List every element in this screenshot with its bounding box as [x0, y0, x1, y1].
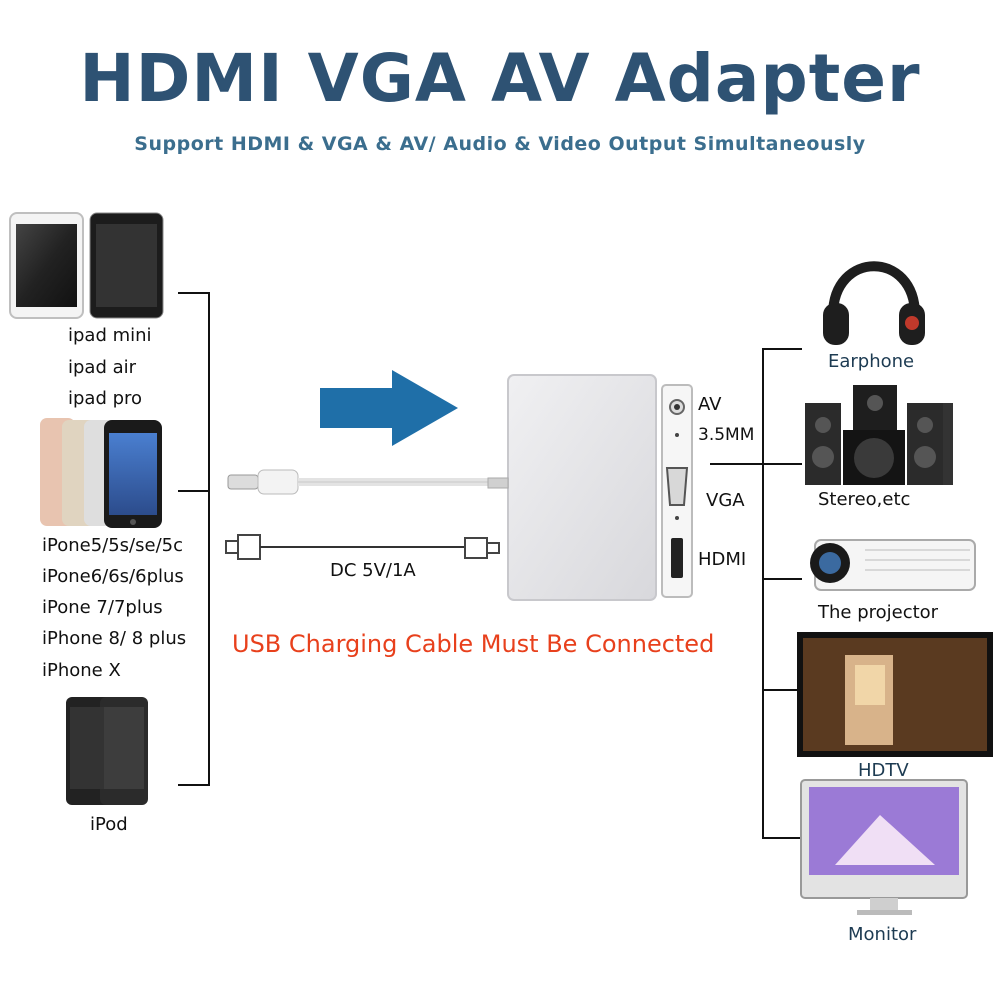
- iphone-model-label: iPone5/5s/se/5c: [42, 535, 183, 556]
- ipad-model-label: ipad pro: [68, 388, 143, 409]
- ipad-white-icon: [9, 212, 84, 319]
- earphone-label: Earphone: [828, 351, 915, 372]
- ipad-black-icon: [89, 212, 164, 319]
- ipad-model-label: ipad mini: [68, 325, 152, 346]
- hdmi-port-icon: [671, 538, 683, 578]
- input-devices-illustration: [9, 212, 164, 805]
- output-bracket-tick: [762, 578, 802, 580]
- iphone-model-label: iPhone 8/ 8 plus: [42, 628, 187, 649]
- av-port-label: AV: [698, 394, 722, 415]
- monitor-icon: [800, 779, 968, 915]
- hdtv-icon: [797, 632, 993, 757]
- iphone-model-label: iPhone X: [42, 660, 121, 681]
- vga-port-icon: [665, 467, 689, 506]
- adapter-illustration: [225, 370, 693, 601]
- headphones-icon: [823, 261, 925, 345]
- projector-icon: [810, 539, 976, 591]
- output-bracket-tick: [762, 689, 802, 691]
- iphone-model-label: iPone6/6s/6plus: [42, 566, 184, 587]
- charging-warning: USB Charging Cable Must Be Connected: [232, 630, 715, 658]
- hdtv-label: HDTV: [858, 760, 909, 781]
- hdmi-port-label: HDMI: [698, 549, 747, 570]
- direction-arrow-icon: [320, 370, 458, 446]
- power-spec-label: DC 5V/1A: [330, 560, 416, 581]
- stereo-label: Stereo,etc: [818, 489, 911, 510]
- vga-port-label: VGA: [706, 490, 745, 511]
- av-size-label: 3.5MM: [698, 425, 755, 445]
- output-bracket: [762, 348, 802, 839]
- page-title: HDMI VGA AV Adapter: [79, 40, 921, 117]
- ipod-icon: [66, 697, 148, 805]
- output-devices-illustration: [797, 261, 993, 915]
- output-connector-line: [710, 463, 762, 465]
- stereo-speakers-icon: [805, 385, 953, 485]
- iphone-model-label: iPone 7/7plus: [42, 597, 163, 618]
- ipad-model-label: ipad air: [68, 357, 137, 378]
- output-bracket-tick: [762, 463, 802, 465]
- lightning-connector-icon: [227, 474, 259, 490]
- iphone-icon: [40, 418, 162, 528]
- input-bracket-tick: [178, 490, 210, 492]
- ipod-label: iPod: [90, 814, 128, 835]
- projector-label: The projector: [818, 602, 939, 623]
- adapter-body-icon: [507, 374, 657, 601]
- usb-power-connector-icon: [237, 534, 261, 560]
- monitor-label: Monitor: [848, 924, 917, 945]
- page-subtitle: Support HDMI & VGA & AV/ Audio & Video O…: [134, 133, 866, 155]
- input-bracket: [178, 292, 210, 786]
- micro-usb-connector-icon: [464, 537, 488, 559]
